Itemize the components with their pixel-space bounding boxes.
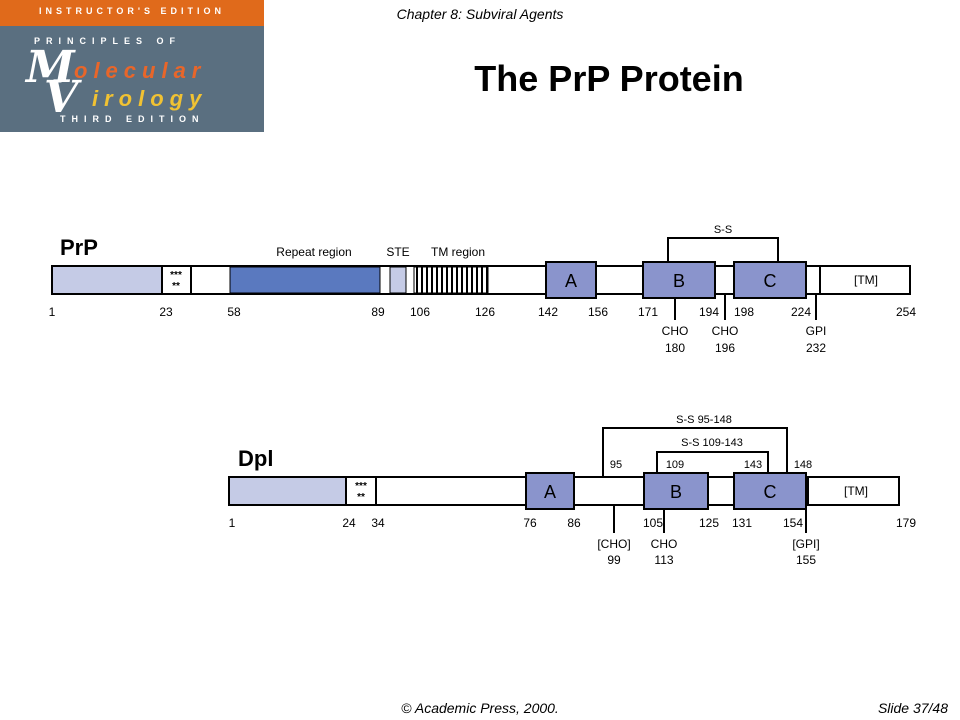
- prp-pos: 89: [371, 305, 385, 319]
- logo-principles: PRINCIPLES OF: [34, 36, 182, 46]
- prp-domain-b-label: B: [673, 271, 685, 291]
- dpl-position-labels: 1 24 34 76 86 105 125 131 154 179: [229, 516, 917, 530]
- prp-site-type: CHO: [662, 324, 689, 338]
- prp-ss-label: S-S: [714, 224, 732, 236]
- prp-pos: 58: [227, 305, 241, 319]
- dpl-site-type: CHO: [651, 537, 678, 551]
- dpl-ss-outer-bracket: [602, 427, 788, 477]
- logo-banner-text: INSTRUCTOR'S EDITION: [39, 6, 225, 16]
- dpl-pos: 86: [567, 516, 581, 530]
- logo-word-virology: irology: [92, 86, 208, 111]
- dpl-signal-mark: ***: [355, 481, 367, 492]
- dpl-domain-c-label: C: [764, 482, 777, 502]
- slide-title: The PrP Protein: [474, 58, 744, 99]
- prp-domain-a-label: A: [565, 271, 577, 291]
- prp-pos: 224: [791, 305, 811, 319]
- dpl-ss-pos: 95: [610, 459, 622, 471]
- prp-site-pos: 232: [806, 341, 826, 355]
- dpl-site-type: [GPI]: [792, 537, 819, 551]
- prp-pos: 254: [896, 305, 916, 319]
- dpl-site-pos: 99: [607, 553, 621, 567]
- prp-pos: 194: [699, 305, 719, 319]
- prp-label: PrP: [60, 235, 98, 260]
- prp-repeat-label: Repeat region: [276, 245, 351, 259]
- dpl-pos: 131: [732, 516, 752, 530]
- prp-domain-b: [642, 261, 716, 299]
- dpl-pos: 34: [371, 516, 385, 530]
- logo-letter-v: V: [44, 72, 79, 123]
- logo-letter-m: M: [26, 42, 75, 93]
- slide-number: Slide 37/48: [877, 700, 948, 716]
- prp-site-type: GPI: [806, 324, 827, 338]
- dpl-ss-inner-bracket: [656, 451, 769, 473]
- prp-signal-mark: ***: [170, 270, 182, 281]
- prp-tm-region: [413, 266, 489, 294]
- dpl-signal-mark-2: **: [357, 492, 365, 503]
- prp-pos: 23: [159, 305, 173, 319]
- dpl-domain-b: [643, 472, 709, 510]
- prp-pos: 156: [588, 305, 608, 319]
- dpl-site-labels: [CHO] 99 CHO 113 [GPI] 155: [597, 537, 819, 567]
- prp-repeat-region: [229, 266, 381, 294]
- dpl-ss-pos: 148: [794, 459, 812, 471]
- prp-ste-label: STE: [386, 245, 409, 259]
- prp-domain-c: [733, 261, 807, 299]
- prp-signal-mark-2: **: [172, 281, 180, 292]
- prp-site-pos: 196: [715, 341, 735, 355]
- dpl-domain-a: [525, 472, 575, 510]
- prp-ss-bracket: [667, 237, 779, 266]
- dpl-site-pos: 113: [654, 553, 673, 567]
- prp-pos: 198: [734, 305, 754, 319]
- prp-tm-label: TM region: [431, 245, 485, 259]
- prp-site-pos: 180: [665, 341, 685, 355]
- prp-domain-c-label: C: [764, 271, 777, 291]
- dpl-ss-pos: 143: [744, 459, 762, 471]
- prp-ste-region: [389, 266, 407, 294]
- dpl-pos: 154: [783, 516, 803, 530]
- dpl-signal-peptide: [230, 478, 346, 504]
- prp-pos: 142: [538, 305, 558, 319]
- logo-edition: THIRD EDITION: [60, 114, 205, 124]
- prp-site-labels: CHO 180 CHO 196 GPI 232: [662, 324, 827, 355]
- dpl-pos: 179: [896, 516, 916, 530]
- dpl-tm-bracket: [TM]: [844, 484, 868, 498]
- dpl-ss-position-labels: 95 109 143 148: [610, 459, 812, 471]
- dpl-domain-b-label: B: [670, 482, 682, 502]
- dpl-pos: 24: [342, 516, 356, 530]
- prp-pos: 171: [638, 305, 658, 319]
- dpl-pos: 1: [229, 516, 236, 530]
- dpl-ss-inner-label: S-S 109-143: [681, 437, 743, 449]
- dpl-label: Dpl: [238, 446, 273, 471]
- prp-pos: 1: [49, 305, 56, 319]
- prp-pos: 106: [410, 305, 430, 319]
- prp-pos: 126: [475, 305, 495, 319]
- dpl-pos: 105: [643, 516, 663, 530]
- dpl-site-type: [CHO]: [597, 537, 630, 551]
- prp-site-type: CHO: [712, 324, 739, 338]
- dpl-site-pos: 155: [796, 553, 816, 567]
- copyright-text: © Academic Press, 2000.: [401, 700, 559, 716]
- prp-tm-bracket: [TM]: [854, 273, 878, 287]
- prp-domain-a: [545, 261, 597, 299]
- chapter-heading: Chapter 8: Subviral Agents: [396, 6, 564, 22]
- dpl-pos: 125: [699, 516, 719, 530]
- book-logo: INSTRUCTOR'S EDITION PRINCIPLES OF M V o…: [0, 0, 264, 132]
- dpl-domain-c: [733, 472, 807, 510]
- prp-signal-peptide: [53, 267, 162, 293]
- logo-word-molecular: olecular: [74, 58, 207, 83]
- dpl-ss-outer-label: S-S 95-148: [676, 414, 732, 426]
- dpl-pos: 76: [523, 516, 537, 530]
- dpl-ss-pos: 109: [666, 459, 684, 471]
- logo-banner: INSTRUCTOR'S EDITION: [0, 0, 264, 26]
- prp-position-labels: 1 23 58 89 106 126 142 156 171 194 198 2…: [49, 305, 917, 319]
- dpl-domain-a-label: A: [544, 482, 556, 502]
